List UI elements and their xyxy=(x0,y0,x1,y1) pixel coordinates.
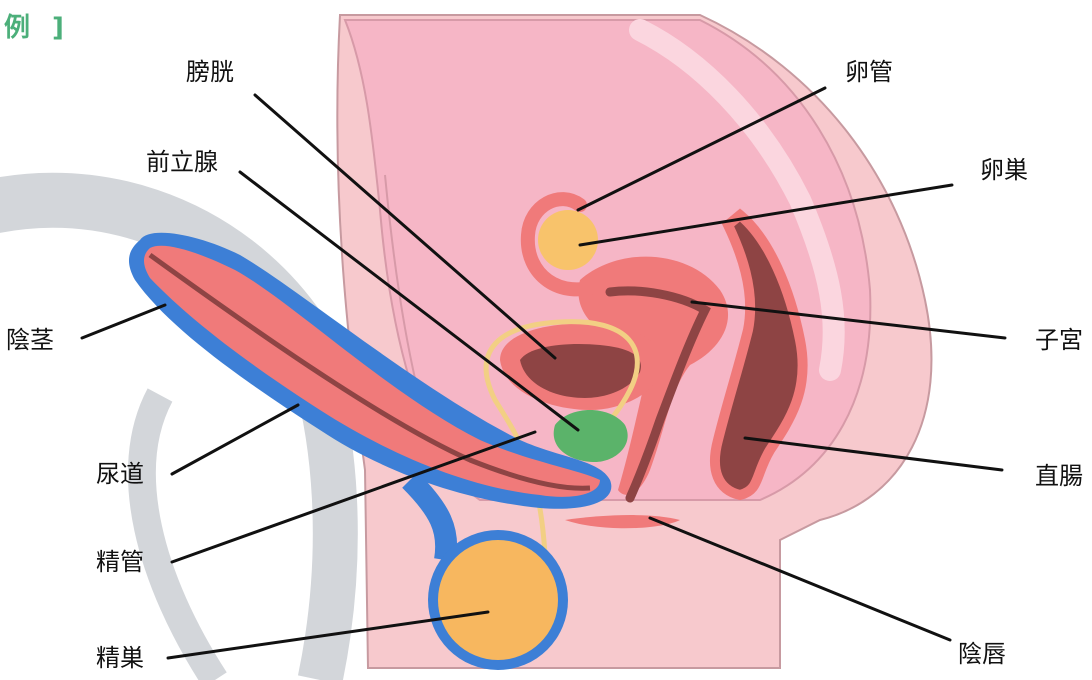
label-rectum: 直腸 xyxy=(1035,462,1083,490)
label-uterus: 子宮 xyxy=(1035,326,1083,354)
leader-penis xyxy=(82,305,165,338)
label-vas-deferens: 精管 xyxy=(96,548,144,576)
testis xyxy=(438,540,558,660)
ovary xyxy=(538,210,598,270)
label-ovary: 卵巣 xyxy=(980,156,1028,184)
label-bladder: 膀胱 xyxy=(186,58,234,86)
label-penis: 陰茎 xyxy=(6,326,54,354)
label-fallopian-tube: 卵管 xyxy=(845,58,893,86)
label-labia: 陰唇 xyxy=(958,640,1006,668)
testis-group xyxy=(428,530,568,670)
label-testis: 精巣 xyxy=(96,644,144,672)
leader-urethra xyxy=(172,405,298,474)
label-urethra: 尿道 xyxy=(96,460,144,488)
inner-arc xyxy=(142,395,215,680)
corner-title-char: 例 xyxy=(4,13,30,43)
label-prostate: 前立腺 xyxy=(146,148,218,176)
corner-title-bracket: ] xyxy=(52,13,64,43)
